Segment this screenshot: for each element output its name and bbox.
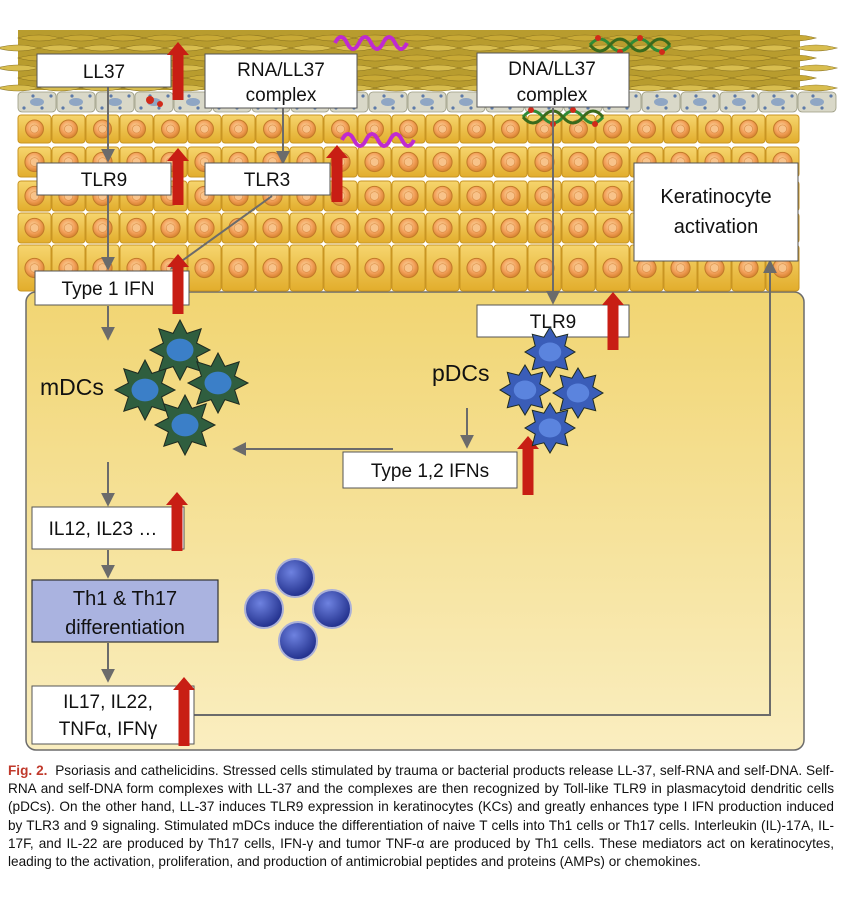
keratinocyte-layer xyxy=(17,114,800,292)
box-tlr9-pdc: TLR9 xyxy=(476,304,630,338)
rna-strand-icon xyxy=(333,35,416,148)
caption-text: Psoriasis and cathelicidins. Stressed ce… xyxy=(8,763,834,870)
svg-text:TNFα, IFNγ: TNFα, IFNγ xyxy=(59,719,158,740)
ll37-peptide-icon xyxy=(146,96,163,107)
svg-text:DNA/LL37: DNA/LL37 xyxy=(508,59,596,80)
svg-text:IL17, IL22,: IL17, IL22, xyxy=(63,692,153,713)
box-dna-ll37-complex: DNA/LL37 complex xyxy=(476,52,630,108)
upregulation-arrows xyxy=(166,42,624,746)
granular-layer xyxy=(17,91,837,113)
psoriasis-figure: LL37 RNA/LL37 complex DNA/LL37 complex T… xyxy=(0,30,839,751)
box-tlr3: TLR3 xyxy=(204,162,331,196)
box-ll37: LL37 xyxy=(36,53,172,88)
svg-text:differentiation: differentiation xyxy=(65,617,185,639)
svg-text:complex: complex xyxy=(517,85,588,106)
box-rna-ll37-complex: RNA/LL37 complex xyxy=(204,53,358,109)
mdc-cells xyxy=(113,318,250,457)
dna-helix-icon xyxy=(521,35,672,127)
svg-text:complex: complex xyxy=(246,85,317,106)
label-pdcs: pDCs xyxy=(432,360,490,386)
svg-text:activation: activation xyxy=(674,216,759,238)
svg-text:Type 1,2 IFNs: Type 1,2 IFNs xyxy=(371,461,489,482)
svg-text:TLR3: TLR3 xyxy=(244,170,290,191)
svg-text:TLR9: TLR9 xyxy=(530,312,576,333)
svg-text:Th1 & Th17: Th1 & Th17 xyxy=(73,588,177,610)
svg-text:Type 1 IFN: Type 1 IFN xyxy=(62,279,155,300)
pathway-arrows xyxy=(101,86,777,716)
svg-text:IL12, IL23 …: IL12, IL23 … xyxy=(49,519,158,540)
pdc-cells xyxy=(499,326,604,454)
box-th-differentiation: Th1 & Th17 differentiation xyxy=(31,579,219,643)
box-il17-cytokines: IL17, IL22, TNFα, IFNγ xyxy=(31,685,195,745)
svg-text:TLR9: TLR9 xyxy=(81,170,127,191)
box-type1-ifn: Type 1 IFN xyxy=(34,270,190,306)
svg-text:LL37: LL37 xyxy=(83,62,125,83)
box-keratinocyte-activation: Keratinocyte activation xyxy=(633,162,799,262)
box-type12-ifns: Type 1,2 IFNs xyxy=(342,451,518,489)
label-mdcs: mDCs xyxy=(40,374,104,400)
t-cells xyxy=(244,558,352,661)
figure-caption: Fig. 2. Psoriasis and cathelicidins. Str… xyxy=(8,762,834,871)
box-il12-il23: IL12, IL23 … xyxy=(31,506,185,550)
svg-text:Keratinocyte: Keratinocyte xyxy=(660,186,771,208)
figure-label: Fig. 2. xyxy=(8,763,48,778)
svg-text:RNA/LL37: RNA/LL37 xyxy=(237,60,325,81)
box-tlr9-keratinocyte: TLR9 xyxy=(36,162,172,196)
